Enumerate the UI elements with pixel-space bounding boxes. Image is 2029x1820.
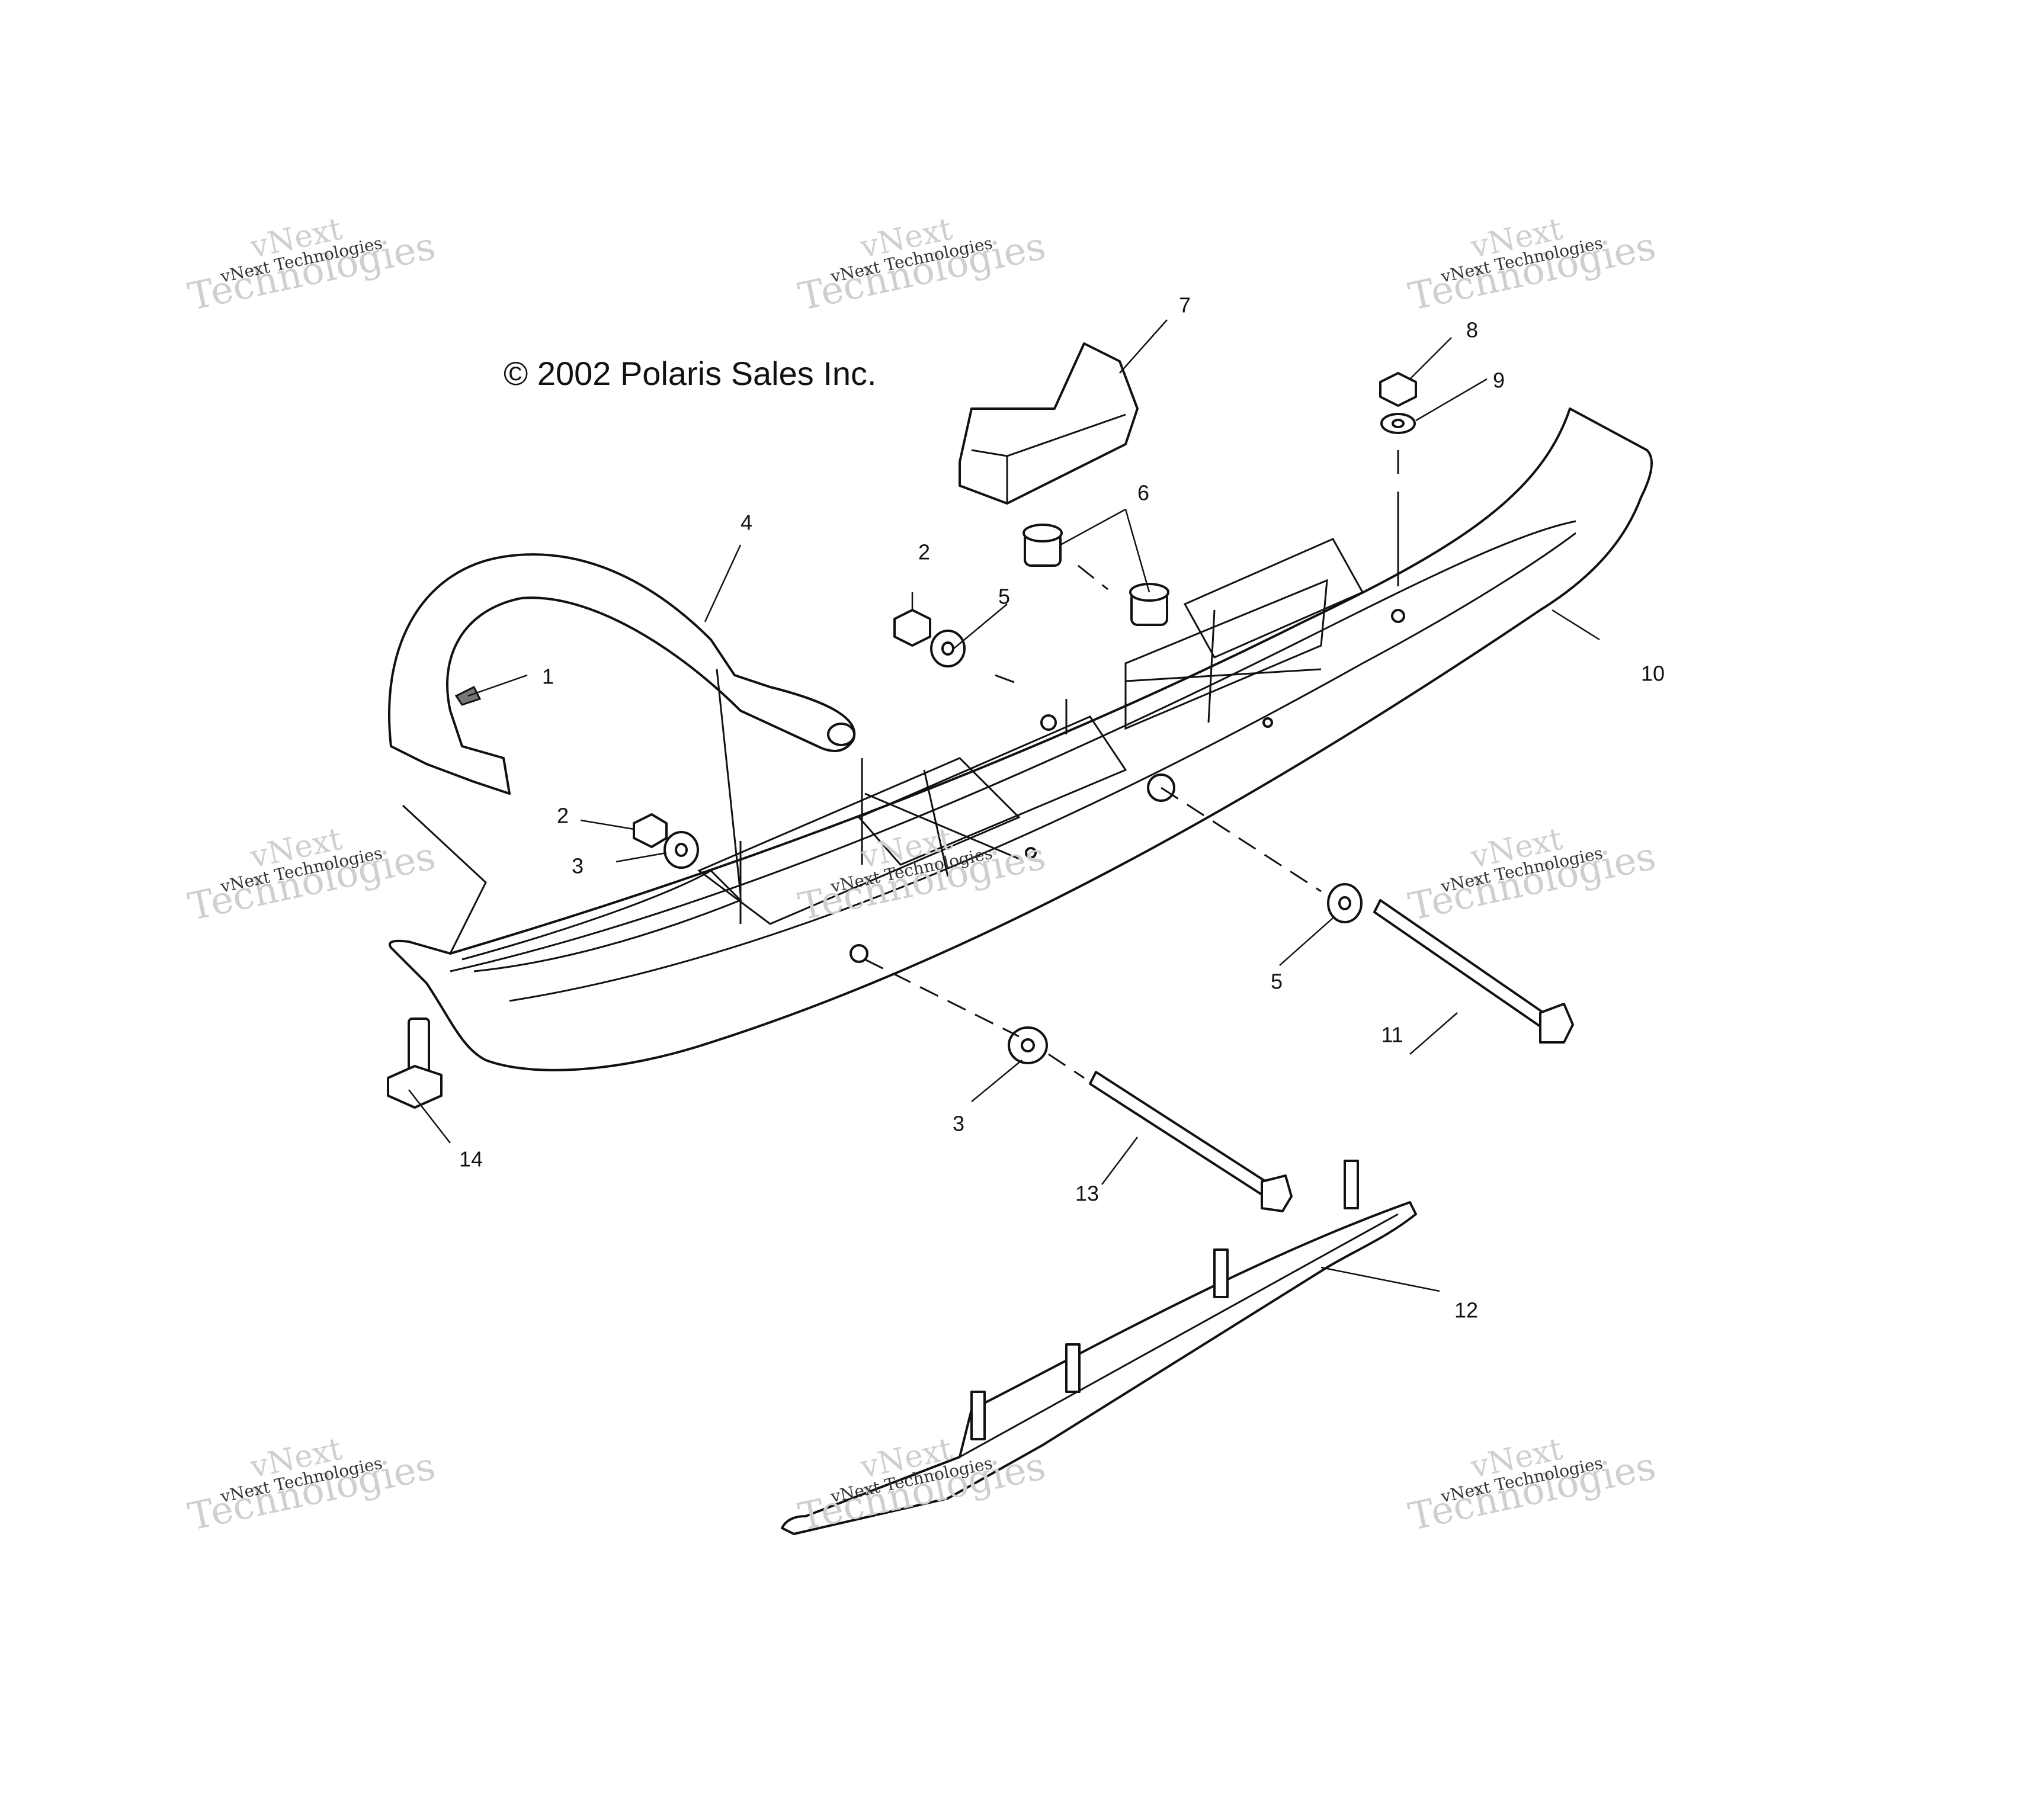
watermark: vNext Technologies vNext Technologies: [184, 211, 439, 320]
washer: [663, 413, 1416, 1064]
callout-8: 8: [1466, 318, 1478, 342]
watermark: vNext Technologies vNext Technologies: [184, 1431, 439, 1540]
callout-10: 10: [1641, 662, 1665, 686]
callout-5a: 5: [998, 585, 1010, 609]
callout-6: 6: [1137, 481, 1149, 505]
callout-12: 12: [1454, 1298, 1478, 1323]
callout-5b: 5: [1271, 970, 1283, 994]
callout-11: 11: [1381, 1023, 1403, 1047]
callout-2b: 2: [918, 540, 930, 564]
callouts: 1 2 2 3 3 4 5 5 6 7 8 9 10 11 12 13 14: [459, 293, 1665, 1323]
callout-2a: 2: [557, 804, 569, 828]
nut: [633, 372, 1417, 848]
callout-1: 1: [542, 665, 554, 689]
callout-9: 9: [1493, 368, 1505, 393]
ski-handle: [387, 553, 856, 795]
wear-bar: [781, 1160, 1417, 1535]
callout-13: 13: [1075, 1182, 1099, 1206]
callout-4: 4: [741, 511, 752, 535]
watermark: vNext Technologies vNext Technologies: [794, 211, 1049, 320]
leader-lines: [408, 319, 1600, 1292]
copyright-text: © 2002 Polaris Sales Inc.: [504, 355, 877, 392]
callout-14: 14: [459, 1147, 483, 1171]
watermark: vNext Technologies vNext Technologies: [184, 821, 439, 930]
watermark: vNext Technologies vNext Technologies: [1405, 211, 1659, 320]
callout-3a: 3: [572, 854, 584, 878]
saddle-pad: [959, 342, 1139, 505]
bushing: [1022, 524, 1169, 626]
callout-7: 7: [1179, 293, 1191, 317]
watermark: vNext Technologies vNext Technologies: [1405, 1431, 1659, 1540]
ski-body: [389, 407, 1653, 1071]
callout-3b: 3: [953, 1112, 964, 1136]
bolt: [1089, 899, 1574, 1212]
carbide-bolt: [387, 1017, 443, 1109]
watermarks: vNext Technologies vNext Technologies vN…: [184, 211, 1659, 1540]
assembly-lines: [402, 450, 1399, 1079]
watermark: vNext Technologies vNext Technologies: [1405, 821, 1659, 930]
